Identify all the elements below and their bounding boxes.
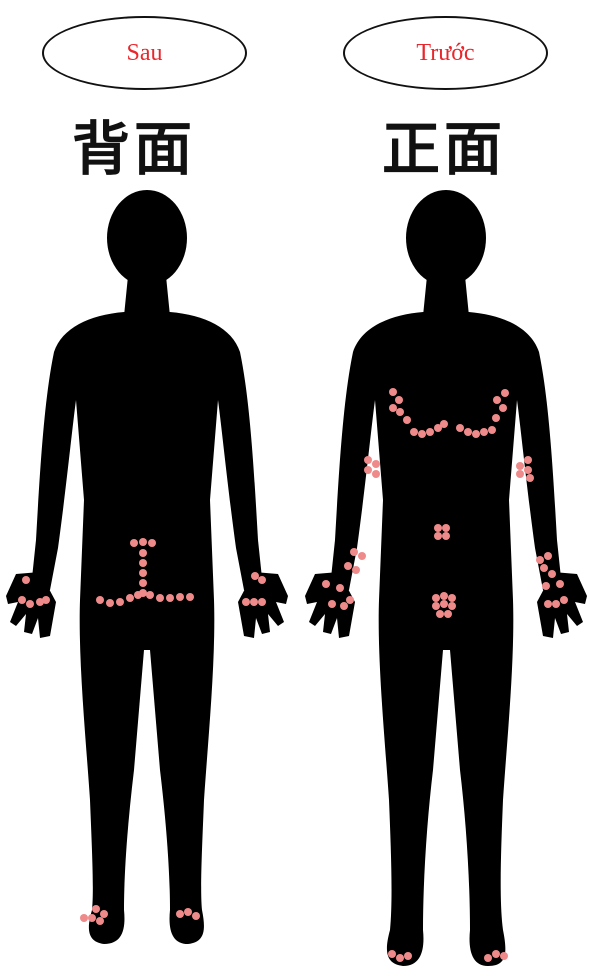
front-body-silhouette xyxy=(305,190,587,966)
back-body-silhouette xyxy=(6,190,288,944)
back-marker-points xyxy=(18,538,266,925)
